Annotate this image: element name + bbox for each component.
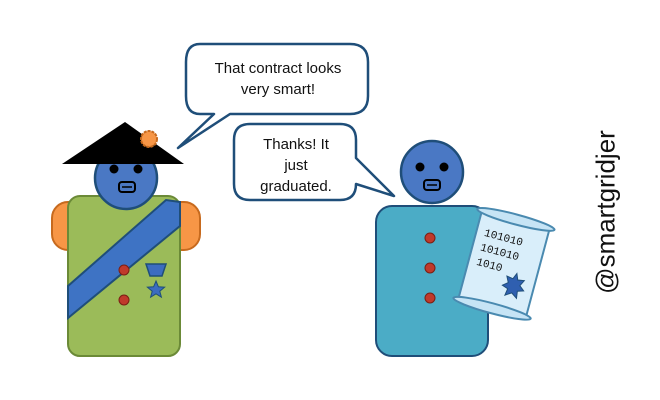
medal-icon [144, 263, 168, 277]
seal-icon [501, 272, 526, 300]
speech-bubble-right [232, 122, 396, 202]
left-character [51, 122, 201, 357]
watermark-text: @smartgridjer [590, 130, 621, 294]
speech-line: Thanks! It [263, 136, 329, 153]
diploma-scroll: 101010 101010 1010 [452, 207, 556, 321]
eye [439, 162, 449, 172]
speech-line: very smart! [240, 81, 316, 98]
button [424, 262, 436, 274]
button [424, 292, 436, 304]
hat-icon [62, 122, 184, 164]
speech-bubble-left [176, 42, 370, 150]
button [118, 294, 130, 306]
eye [133, 164, 143, 174]
hat-emblem [140, 130, 158, 148]
star-icon [146, 279, 166, 299]
button [424, 232, 436, 244]
speech-line: graduated. [260, 178, 332, 195]
button [118, 264, 130, 276]
eye [109, 164, 119, 174]
speech-bubble-right-text: Thanks! It just graduated. [246, 134, 346, 197]
sash [67, 198, 181, 321]
speech-line: just [284, 157, 308, 174]
speech-bubble-left-text: That contract looks very smart! [200, 58, 356, 100]
speech-line: That contract looks [214, 60, 342, 77]
eye [415, 162, 425, 172]
right-character [375, 139, 489, 357]
head [399, 139, 465, 205]
